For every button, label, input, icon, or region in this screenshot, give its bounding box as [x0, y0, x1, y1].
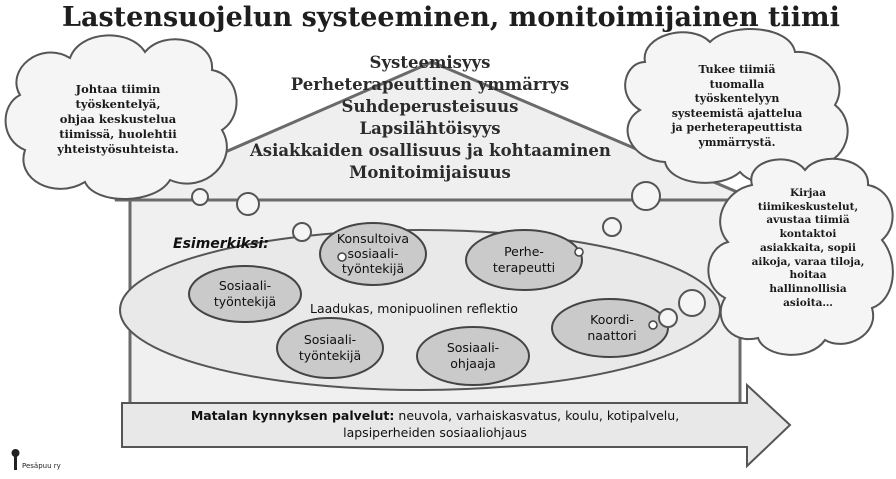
pesapuu-logo-mark	[11, 449, 20, 470]
thought-circle	[631, 181, 661, 211]
right-cloud	[707, 157, 894, 356]
cloud-line: tiimissä, huolehtii	[59, 127, 177, 141]
role-label-line: Perhe-	[504, 244, 544, 259]
roof-values: Systeemisyys Perheterapeuttinen ymmärrys…	[250, 52, 611, 184]
roof-item: Systeemisyys	[369, 53, 491, 72]
roof-item: Lapsilähtöisyys	[359, 119, 501, 138]
role-label-line: sosiaali-	[347, 246, 399, 261]
left-cloud	[4, 34, 238, 200]
roof-item: Suhdeperusteisuus	[341, 97, 519, 116]
top-right-cloud-text: Tukee tiimiä tuomalla työskentelyyn syst…	[652, 63, 822, 150]
role-bubble-sosiaalityontekija-2	[276, 317, 384, 379]
role-label-sosiaalityontekija-1: Sosiaali- työntekijä	[195, 278, 295, 310]
cloud-line: ymmärrystä.	[698, 135, 776, 149]
role-label-perheterapeutti: Perhe- terapeutti	[474, 244, 574, 276]
role-label-line: terapeutti	[492, 260, 556, 275]
roof-item: Monitoimijaisuus	[349, 163, 511, 182]
thought-circle	[678, 289, 706, 317]
cloud-line: kontaktoi	[779, 228, 837, 241]
role-label-line: Sosiaali-	[446, 340, 500, 355]
cloud-line: tuomalla	[709, 77, 765, 91]
cloud-line: aikoja, varaa tiloja,	[751, 255, 865, 268]
services-arrow	[121, 382, 792, 469]
thought-circle	[602, 217, 622, 237]
role-label-konsultoiva: Konsultoiva sosiaali- työntekijä	[323, 231, 423, 276]
cloud-line: hallinnollisia	[769, 282, 847, 295]
services-title: Matalan kynnyksen palvelut:	[190, 408, 395, 423]
cloud-line: Kirjaa	[789, 187, 827, 199]
marker-circle	[337, 252, 347, 262]
pesapuu-logo-text: Pesäpuu ry	[22, 462, 61, 470]
cloud-line: hoitaa	[789, 269, 827, 282]
thought-circle	[191, 188, 209, 206]
role-bubble-konsultoiva	[319, 222, 427, 286]
role-label-sosiaaliohjaaja: Sosiaali- ohjaaja	[423, 340, 523, 372]
role-label-line: Sosiaali-	[218, 278, 272, 293]
marker-circle	[648, 320, 658, 330]
services-list-line2: lapsiperheiden sosiaaliohjaus	[343, 425, 527, 440]
role-label-line: naattori	[587, 328, 637, 343]
marker-circle	[574, 247, 584, 257]
cloud-line: asiakkaita, sopii	[759, 241, 857, 254]
role-label-koordinaattori: Koordi- naattori	[562, 312, 662, 344]
cloud-line: työskentelyä,	[75, 97, 161, 111]
role-label-line: Konsultoiva	[336, 231, 410, 246]
role-label-sosiaalityontekija-2: Sosiaali- työntekijä	[280, 332, 380, 364]
role-bubble-perheterapeutti	[465, 229, 583, 291]
role-label-line: Sosiaali-	[303, 332, 357, 347]
services-list: neuvola, varhaiskasvatus, koulu, kotipal…	[394, 408, 680, 423]
thought-circle	[236, 192, 260, 216]
role-bubble-sosiaalityontekija-1	[188, 265, 302, 323]
cloud-line: Tukee tiimiä	[698, 63, 776, 76]
role-bubble-sosiaaliohjaaja	[416, 326, 530, 386]
left-cloud-text: Johtaa tiimin työskentelyä, ohjaa keskus…	[38, 82, 198, 157]
cloud-line: tiimikeskustelut,	[757, 200, 859, 213]
reflection-label: Laadukas, monipuolinen reflektio	[310, 301, 518, 316]
cloud-line: systeemistä ajattelua	[671, 106, 803, 120]
cloud-line: asioita…	[783, 296, 833, 309]
cloud-line: ja perheterapeuttista	[671, 121, 803, 134]
role-label-line: työntekijä	[341, 261, 405, 276]
thought-circle	[292, 222, 312, 242]
services-text: Matalan kynnyksen palvelut: neuvola, var…	[130, 407, 740, 441]
role-label-line: ohjaaja	[450, 356, 496, 371]
right-cloud-text: Kirjaa tiimikeskustelut, avustaa tiimiä …	[738, 187, 878, 310]
cloud-line: ohjaa keskustelua	[59, 112, 177, 126]
roof-item: Perheterapeuttinen ymmärrys	[290, 75, 570, 94]
role-label-line: työntekijä	[213, 294, 277, 309]
diagram-title: Lastensuojelun systeeminen, monitoimijai…	[62, 2, 840, 33]
cloud-line: yhteistyösuhteista.	[57, 142, 179, 156]
example-label: Esimerkiksi:	[173, 236, 269, 252]
cloud-line: avustaa tiimiä	[766, 214, 850, 227]
cloud-line: työskentelyyn	[694, 92, 780, 105]
role-label-line: työntekijä	[298, 348, 362, 363]
cloud-line: Johtaa tiimin	[75, 82, 161, 96]
roof-item: Asiakkaiden osallisuus ja kohtaaminen	[250, 141, 611, 160]
role-label-line: Koordi-	[590, 312, 634, 327]
thought-circle	[658, 308, 678, 328]
